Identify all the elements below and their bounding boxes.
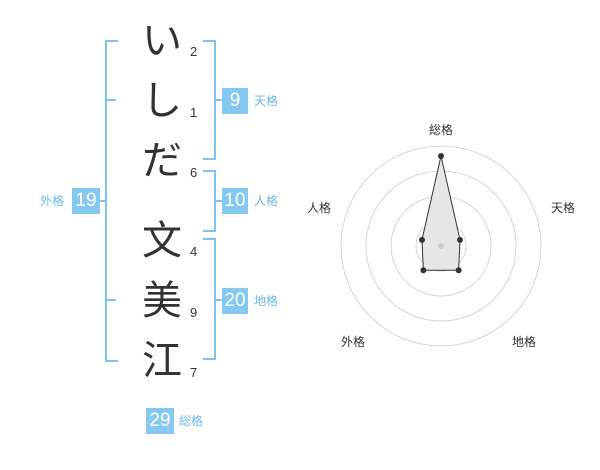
gaikaku-label: 外格 (40, 194, 65, 208)
chikaku-badge: 20 (222, 288, 248, 314)
soukaku-label: 総格 (179, 414, 204, 428)
stroke-count-4: 4 (190, 244, 198, 259)
jinkaku-connector (214, 200, 222, 202)
tenkaku-badge: 9 (222, 88, 248, 114)
radar-label-tenkaku: 天格 (551, 200, 575, 215)
name-char-6: 江 (142, 338, 182, 384)
radar-label-chikaku: 地格 (512, 334, 536, 349)
tenkaku-label: 天格 (254, 94, 279, 108)
gaikaku-badge: 19 (72, 188, 100, 214)
gaikaku-bracket-connector (100, 200, 107, 202)
chikaku-connector (214, 299, 222, 301)
stroke-count-1: 2 (190, 44, 198, 59)
chikaku-label: 地格 (254, 294, 279, 308)
radar-point-0 (438, 153, 444, 159)
name-char-3: だ (142, 138, 182, 184)
tenkaku-connector (214, 99, 222, 101)
stroke-count-3: 6 (190, 165, 198, 180)
radar-label-gaikaku: 外格 (341, 334, 365, 349)
radar-polygon (421, 155, 461, 271)
name-char-4: 文 (142, 218, 182, 264)
radar-label-jinkaku: 人格 (307, 200, 331, 215)
radar-label-soukaku: 総格 (429, 122, 453, 137)
radar-point-3 (420, 267, 427, 274)
gaikaku-bracket-mid-tick (107, 99, 116, 101)
gaikaku-bracket-mid-tick (107, 299, 116, 301)
name-char-2: し (142, 78, 182, 124)
name-char-5: 美 (142, 278, 182, 324)
stroke-count-5: 9 (190, 305, 198, 320)
stroke-count-6: 7 (190, 365, 198, 380)
radar-point-1 (457, 236, 464, 243)
jinkaku-badge: 10 (222, 188, 248, 214)
radar-point-2 (455, 267, 462, 274)
radar-points (418, 153, 464, 274)
radar-center-dot (438, 243, 444, 249)
radar-ring (340, 145, 542, 347)
jinkaku-label: 人格 (254, 194, 279, 208)
radar-chart: 総格 天格 地格 外格 人格 (307, 122, 575, 349)
name-char-1: い (142, 18, 182, 64)
stroke-count-2: 1 (190, 105, 198, 120)
soukaku-badge: 29 (146, 408, 174, 434)
radar-point-4 (418, 236, 425, 243)
